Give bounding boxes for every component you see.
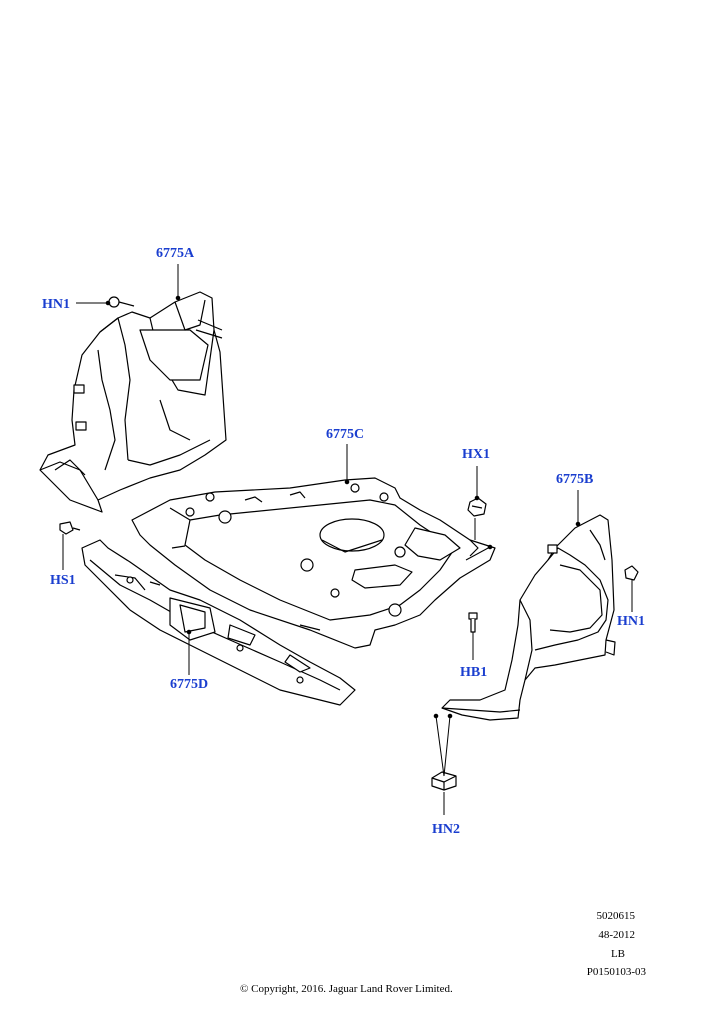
- callout-6775c[interactable]: 6775C: [326, 427, 365, 442]
- callout-6775a[interactable]: 6775A: [156, 246, 195, 261]
- fastener-hn1-left[interactable]: [108, 296, 135, 308]
- leader-hn2-b: [443, 715, 451, 777]
- callout-hn1-left[interactable]: HN1: [42, 297, 70, 312]
- fastener-hx1[interactable]: [467, 497, 487, 517]
- leader-hn2-c: [435, 715, 445, 777]
- callout-6775b[interactable]: 6775B: [556, 472, 594, 487]
- valance-6775d[interactable]: [81, 539, 356, 706]
- callout-hx1[interactable]: HX1: [462, 447, 490, 462]
- undertray-6775c[interactable]: [131, 477, 496, 649]
- callout-hn1-right[interactable]: HN1: [617, 614, 645, 629]
- illustration-id: P0150103-03: [586, 966, 646, 978]
- ref-number: 5020615: [596, 910, 636, 922]
- fastener-hn2[interactable]: [431, 771, 457, 791]
- leader-hx1-c: [465, 546, 491, 561]
- fastener-hb1[interactable]: [468, 612, 478, 633]
- shield-6775a[interactable]: [39, 291, 227, 513]
- fastener-hn1-right[interactable]: [624, 565, 639, 581]
- callout-hs1[interactable]: HS1: [50, 573, 76, 588]
- callout-6775d[interactable]: 6775D: [170, 677, 209, 692]
- copyright-notice: © Copyright, 2016. Jaguar Land Rover Lim…: [240, 983, 453, 995]
- shield-6775b[interactable]: [441, 514, 616, 721]
- callout-hn2[interactable]: HN2: [432, 822, 460, 837]
- fastener-hs1[interactable]: [59, 521, 81, 535]
- date-code: 48-2012: [598, 929, 635, 941]
- callout-hb1[interactable]: HB1: [460, 665, 488, 680]
- region-code: LB: [610, 948, 625, 960]
